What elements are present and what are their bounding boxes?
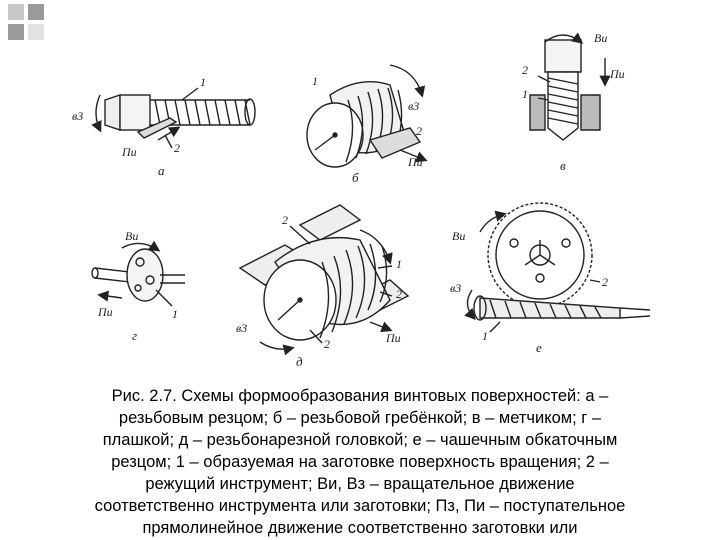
label-e-vi: Ви <box>452 229 465 243</box>
scheme-v-tap: Ви 2 1 Пи в <box>522 31 625 173</box>
caption-line: Рис. 2.7. Схемы формообразования винтовы… <box>111 387 609 405</box>
figure-caption: Рис. 2.7. Схемы формообразования винтовы… <box>40 385 680 539</box>
label-a-caption: а <box>158 163 165 178</box>
label-b-caption: б <box>352 170 359 185</box>
label-b-v3: в3 <box>408 99 419 113</box>
label-d-pi: Пи <box>385 331 401 345</box>
caption-line: режущий инструмент; Ви, Вз – вращательно… <box>145 475 575 493</box>
label-d-2b: 2 <box>396 287 402 301</box>
scheme-b-thread-comb: 1 в3 2 Пи б <box>306 64 428 185</box>
label-a-2: 2 <box>174 141 180 155</box>
label-a-v3: в3 <box>72 109 83 123</box>
label-g-caption: г <box>132 328 137 343</box>
label-g-vi: Ви <box>125 229 138 243</box>
label-e-caption: е <box>536 340 542 355</box>
label-g-pi: Пи <box>97 305 113 319</box>
scheme-e-cup-cutter: Ви в3 2 1 е <box>450 202 651 355</box>
label-v-pi: Пи <box>609 67 625 81</box>
scheme-g-die: Ви Пи 1 г <box>91 229 185 343</box>
thread-forming-schemes-figure: в3 Пи 1 2 а 1 в3 2 Пи б Ви 2 1 Пи в <box>72 31 651 369</box>
label-g-1: 1 <box>172 307 178 321</box>
caption-line: плашкой; д – резьбонарезной головкой; е … <box>102 431 618 449</box>
caption-line: соответственно инструмента или заготовки… <box>94 497 626 515</box>
label-a-pi: Пи <box>121 145 137 159</box>
label-d-2c: 2 <box>324 337 330 351</box>
label-d-caption: д <box>296 354 303 369</box>
label-e-v3: в3 <box>450 281 461 295</box>
label-v-1: 1 <box>522 87 528 101</box>
label-b-pi: Пи <box>407 155 423 169</box>
label-d-2a: 2 <box>282 213 288 227</box>
slide-corner-decoration <box>0 0 60 48</box>
label-e-1: 1 <box>482 329 488 343</box>
label-v-caption: в <box>560 158 566 173</box>
caption-line: прямолинейное движение соответственно за… <box>142 519 578 537</box>
label-e-2: 2 <box>602 275 608 289</box>
label-d-1: 1 <box>396 257 402 271</box>
label-v-2: 2 <box>522 63 528 77</box>
scheme-a-thread-cutter: в3 Пи 1 2 а <box>72 75 256 178</box>
label-b-1: 1 <box>312 74 318 88</box>
label-b-2: 2 <box>416 124 422 138</box>
label-a-1: 1 <box>200 75 206 89</box>
scheme-d-die-head: 2 1 2 в3 2 Пи д <box>236 204 410 369</box>
label-v-vi: Ви <box>594 31 607 45</box>
caption-line: резьбовым резцом; б – резьбовой гребёнко… <box>118 409 602 427</box>
label-d-v3: в3 <box>236 321 247 335</box>
caption-line: резцом; 1 – образуемая на заготовке пове… <box>111 453 609 471</box>
